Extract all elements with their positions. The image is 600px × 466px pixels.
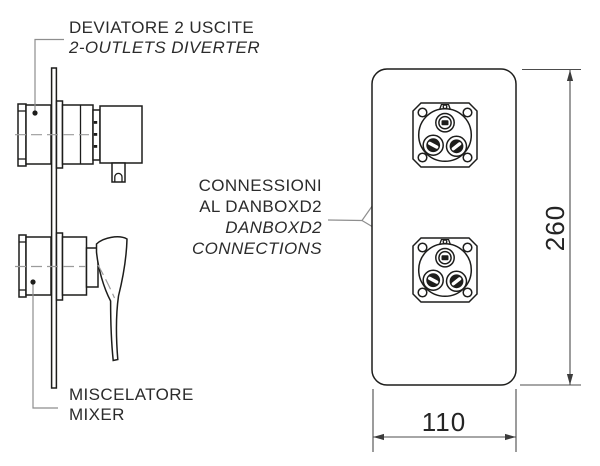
dimension-height-value: 260 <box>540 205 570 251</box>
dimension-height: 260 <box>520 68 581 386</box>
diverter-side-view <box>15 100 143 183</box>
diverter-label-it: DEVIATORE 2 USCITE <box>69 18 255 37</box>
diverter-label: DEVIATORE 2 USCITE 2-OUTLETS DIVERTER <box>69 18 260 58</box>
diverter-callout-dot <box>32 110 38 116</box>
connections-label-line3: DANBOXD2 <box>225 218 322 237</box>
connections-label: CONNESSIONI AL DANBOXD2 DANBOXD2 CONNECT… <box>192 175 322 259</box>
mixer-side-view <box>15 232 128 362</box>
mixer-label: MISCELATORE MIXER <box>69 385 194 425</box>
wall-plate <box>50 67 58 389</box>
dimension-width-value: 110 <box>422 407 466 437</box>
connections-label-line1: CONNESSIONI <box>198 176 322 195</box>
danbox-connector-top <box>412 102 478 168</box>
diverter-label-en: 2-OUTLETS DIVERTER <box>69 38 261 57</box>
faceplate <box>371 68 517 386</box>
connections-label-line2: AL DANBOXD2 <box>199 197 322 216</box>
mixer-label-en: MIXER <box>69 405 125 424</box>
mixer-callout-dot <box>30 279 36 285</box>
mixer-lever-handle <box>95 236 128 362</box>
dimension-width: 110 <box>372 389 517 452</box>
mixer-label-it: MISCELATORE <box>69 385 194 404</box>
danbox-connector-bottom <box>412 237 478 303</box>
connections-label-line4: CONNECTIONS <box>191 239 322 258</box>
